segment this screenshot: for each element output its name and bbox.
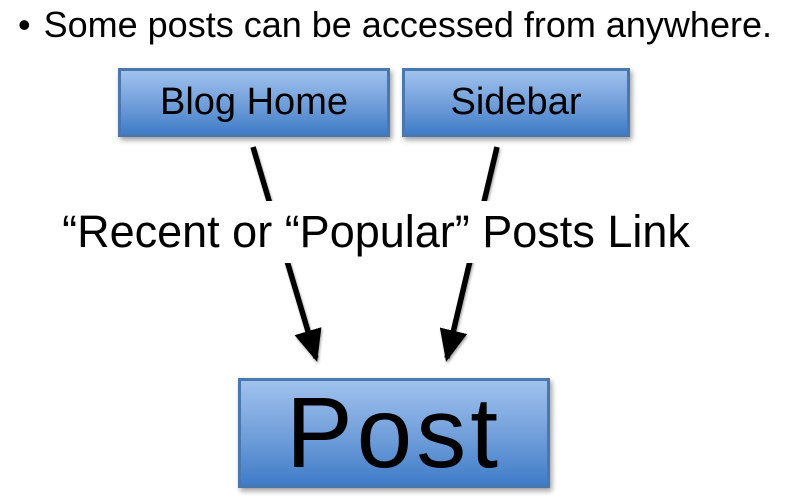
bullet-icon: • — [18, 4, 31, 45]
blog-home-node: Blog Home — [118, 68, 390, 137]
post-node: Post — [238, 376, 550, 489]
bullet-point: • Some posts can be accessed from anywhe… — [18, 2, 772, 48]
bullet-text: Some posts can be accessed from anywhere… — [43, 4, 772, 45]
blog-home-node-label: Blog Home — [160, 81, 348, 123]
edge-label-text: “Recent or “Popular” Posts Link — [62, 206, 690, 257]
sidebar-node: Sidebar — [402, 68, 630, 137]
sidebar-node-label: Sidebar — [450, 81, 582, 123]
edge-label-band: “Recent or “Popular” Posts Link — [0, 201, 752, 263]
post-node-label: Post — [285, 376, 503, 489]
